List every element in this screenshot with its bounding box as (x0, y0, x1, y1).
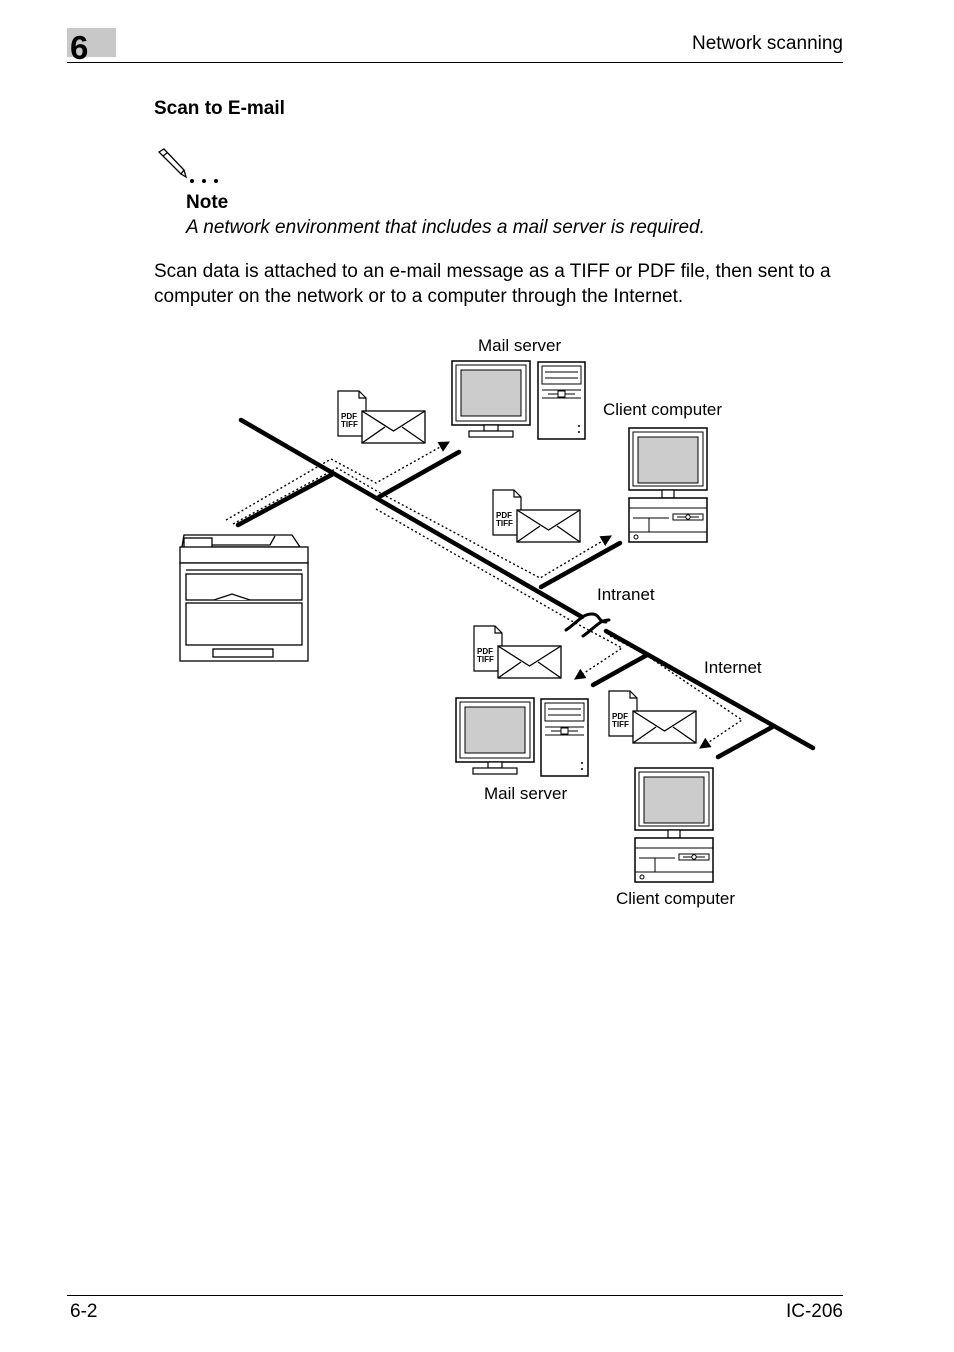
label-mail-server-top: Mail server (478, 336, 561, 355)
svg-text:PDF: PDF (341, 412, 357, 421)
label-mail-server-bottom: Mail server (484, 784, 567, 803)
label-internet: Internet (704, 658, 762, 677)
page-number: 6-2 (70, 1301, 98, 1322)
svg-text:TIFF: TIFF (496, 519, 513, 528)
footer-rule (67, 1295, 843, 1296)
svg-text:PDF: PDF (612, 712, 628, 721)
header-rule (67, 62, 843, 63)
mfp-printer-icon (179, 534, 309, 662)
product-code: IC-206 (785, 1301, 843, 1322)
section-header: Network scanning (691, 33, 843, 54)
client-computer-top-icon (628, 427, 708, 543)
mail-server-bottom-icon (455, 697, 589, 777)
network-lines (235, 417, 816, 760)
scan-to-email-diagram: PDF TIFF PDF TIFF PDF TIFF PDF TIFF Mail… (179, 336, 816, 908)
attachment-icon-1: PDF TIFF (337, 390, 426, 444)
note-label: Note (186, 192, 229, 213)
svg-text:PDF: PDF (477, 647, 493, 656)
attachment-icon-3: PDF TIFF (473, 625, 562, 679)
data-flow-paths (225, 441, 744, 749)
note-text: A network environment that includes a ma… (186, 217, 705, 238)
svg-text:TIFF: TIFF (477, 655, 494, 664)
mail-server-top-icon (451, 360, 586, 440)
attachment-icon-2: PDF TIFF (492, 489, 581, 543)
note-pencil-icon (157, 148, 218, 183)
attachment-icon-4: PDF TIFF (608, 690, 697, 744)
section-title: Scan to E-mail (154, 98, 285, 119)
label-intranet: Intranet (597, 585, 655, 604)
label-client-computer-bottom: Client computer (616, 889, 735, 908)
label-client-computer-top: Client computer (603, 400, 722, 419)
chapter-number: 6 (70, 29, 89, 66)
svg-text:PDF: PDF (496, 511, 512, 520)
svg-text:TIFF: TIFF (341, 420, 358, 429)
client-computer-bottom-icon (634, 767, 714, 883)
chapter-tab (67, 28, 116, 57)
body-paragraph: Scan data is attached to an e-mail messa… (154, 261, 831, 307)
svg-text:TIFF: TIFF (612, 720, 629, 729)
